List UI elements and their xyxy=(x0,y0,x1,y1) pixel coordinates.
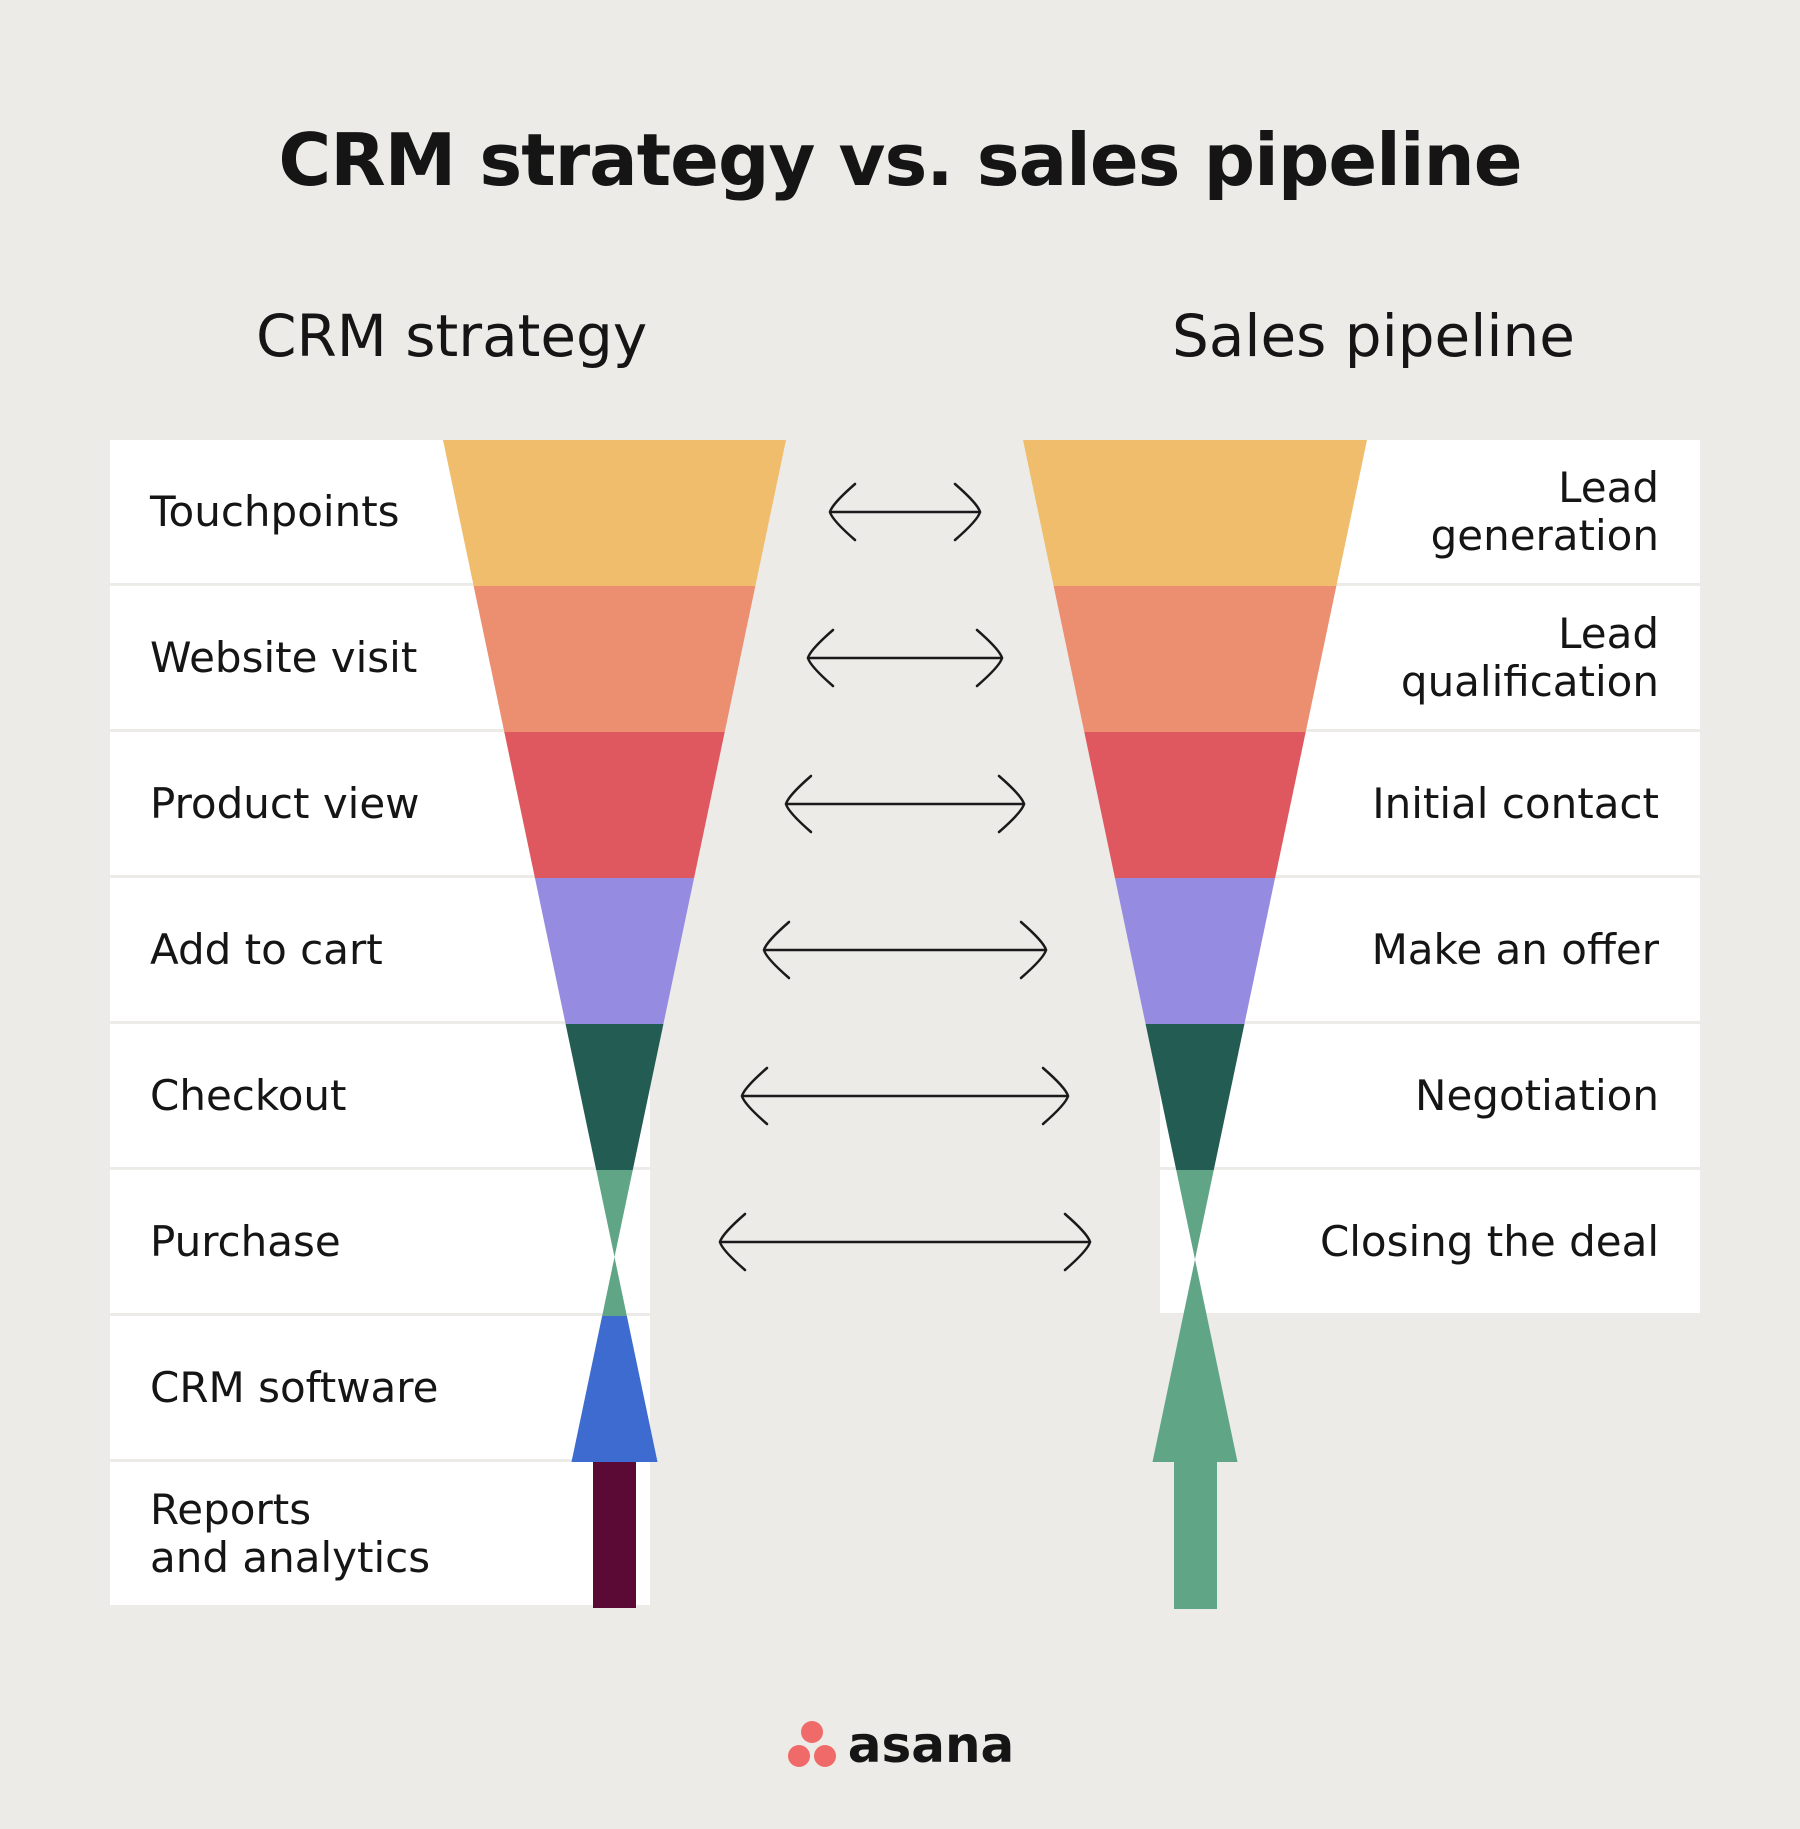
crm-funnel-segment xyxy=(565,1024,664,1170)
crm-funnel-segment xyxy=(473,586,756,732)
crm-stage-label: Purchase xyxy=(150,1216,341,1266)
crm-label-box xyxy=(110,1024,650,1167)
crm-label-box xyxy=(110,1462,650,1605)
pipeline-funnel-segment xyxy=(1053,586,1337,732)
pipeline-stage-label: Closing the deal xyxy=(1319,1216,1659,1266)
crm-label-box xyxy=(110,1316,650,1459)
crm-label-box xyxy=(110,1170,650,1313)
crm-funnel-segment xyxy=(504,732,725,878)
crm-funnel-segment xyxy=(571,1316,658,1462)
sales-pipeline-heading: Sales pipeline xyxy=(1172,302,1575,370)
double-arrow-icon xyxy=(806,628,1004,688)
pipeline-funnel-segment xyxy=(1114,878,1276,1024)
double-arrow-icon xyxy=(718,1212,1092,1272)
pipeline-funnel-segment xyxy=(1145,1024,1245,1170)
crm-stage-label: Add to cart xyxy=(150,924,383,974)
double-arrow-icon xyxy=(828,482,982,542)
pipeline-stage-label: Initial contact xyxy=(1372,778,1659,828)
crm-stage-label: Website visit xyxy=(150,632,418,682)
pipeline-label-box xyxy=(1160,1024,1700,1167)
crm-funnel-segment xyxy=(534,878,695,1024)
crm-stage-label: CRM software xyxy=(150,1362,439,1412)
crm-funnel-segment xyxy=(593,1462,636,1608)
pipeline-stage-label: Negotiation xyxy=(1415,1070,1659,1120)
crm-stage-label: Touchpoints xyxy=(150,486,400,536)
crm-strategy-heading: CRM strategy xyxy=(256,302,648,370)
pipeline-stage-label: Make an offer xyxy=(1371,924,1659,974)
double-arrow-icon xyxy=(740,1066,1070,1126)
double-arrow-icon xyxy=(762,920,1048,980)
pipeline-stage-label: Lead generation xyxy=(1430,462,1659,560)
pipeline-funnel-segment xyxy=(1023,440,1367,586)
asana-logo: asana xyxy=(0,1716,1800,1774)
crm-stage-label: Reports and analytics xyxy=(150,1484,431,1582)
crm-stage-label: Product view xyxy=(150,778,420,828)
asana-dots-icon xyxy=(786,1721,838,1769)
double-arrow-icon xyxy=(784,774,1026,834)
page-title: CRM strategy vs. sales pipeline xyxy=(278,118,1522,202)
brand-name: asana xyxy=(847,1716,1015,1774)
pipeline-funnel-segment xyxy=(1152,1170,1238,1609)
pipeline-stage-label: Lead qualification xyxy=(1400,608,1659,706)
crm-funnel-segment xyxy=(596,1170,633,1316)
crm-stage-label: Checkout xyxy=(150,1070,347,1120)
crm-funnel-segment xyxy=(443,440,786,586)
pipeline-funnel-segment xyxy=(1084,732,1306,878)
pipeline-label-box xyxy=(1160,1170,1700,1313)
